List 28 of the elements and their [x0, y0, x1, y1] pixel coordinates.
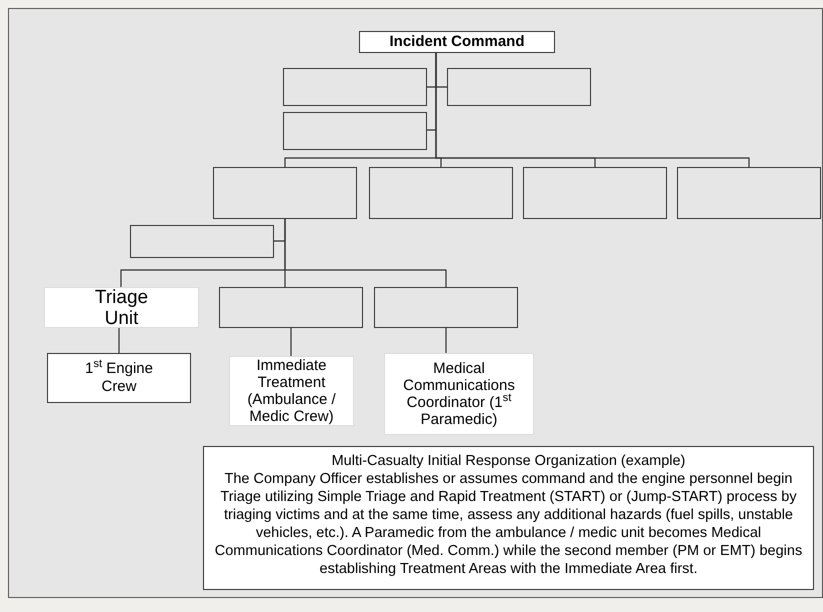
connector-line [118, 328, 120, 353]
empty-box [447, 68, 591, 106]
note-box [203, 446, 814, 590]
box-label: Medical Communications Coordinator (1$^{st}$ Paramedic) [402, 360, 516, 428]
note-heading: Multi-Casualty Initial Response Organization (example) [332, 452, 686, 470]
box-label: Triage Unit [94, 286, 150, 328]
note-text: The Company Officer establishes or assumes command and the engine personnel begin Triage utilizing Simple Triage and Rapid Treatment (START) or (Jump-START) process by triaging victims and at the same time, assess any additional hazards (fuel spills, unstable vehicles, etc.). A Paramedic from the ambulance / medic unit becomes Medical Communications Coordinator (Med. Comm.) while the second member (PM or EMT) begins establishing Treatment Areas with the Immediate Area first. [214, 470, 804, 578]
empty-box [369, 167, 513, 219]
org-box [44, 287, 199, 328]
empty-box [130, 225, 274, 258]
box-label: Incident Command [389, 32, 524, 52]
box-label: 1$^{st}$ Engine Crew [84, 360, 154, 396]
empty-box [523, 167, 667, 219]
empty-box [213, 167, 357, 219]
org-box [229, 356, 354, 426]
org-box [359, 31, 555, 53]
connector-line [284, 219, 447, 287]
empty-box [219, 287, 363, 328]
empty-box [283, 112, 427, 150]
connector-line [445, 328, 447, 353]
empty-box [374, 287, 518, 328]
org-box [47, 353, 191, 403]
org-box [384, 353, 534, 435]
connector-line [290, 328, 292, 356]
empty-box [677, 167, 821, 219]
box-label: Immediate Treatment (Ambulance / Medic Crew) [246, 357, 337, 425]
connector-line [435, 53, 750, 167]
empty-box [283, 68, 427, 106]
